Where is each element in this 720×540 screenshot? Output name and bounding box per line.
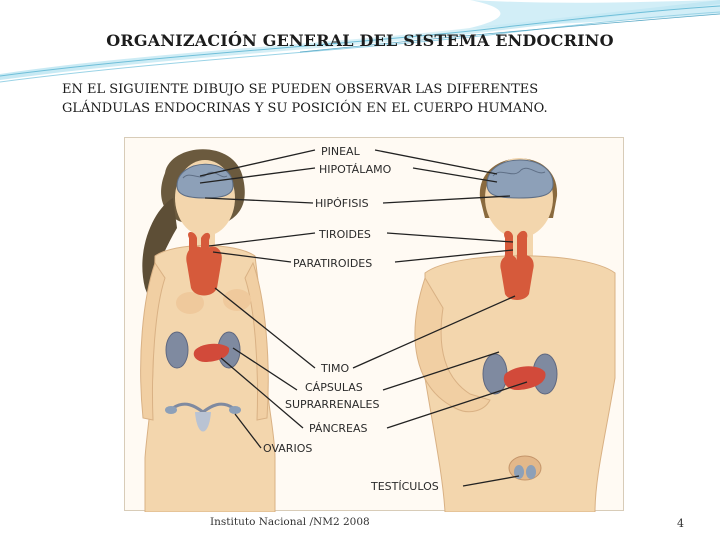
female-figure: [140, 149, 276, 513]
leader-capsulas-right: [382, 351, 500, 391]
leader-tiroides-left: [208, 232, 316, 247]
label-pancreas: PÁNCREAS: [309, 422, 367, 435]
leader-pancreas-right: [386, 381, 528, 429]
leader-timo-right: [352, 295, 516, 369]
leader-ovarios: [234, 413, 262, 449]
female-uterus: [195, 412, 211, 432]
page-number: 4: [677, 517, 684, 530]
female-kidney-left: [165, 331, 189, 369]
label-tiroides: TIROIDES: [318, 228, 371, 241]
label-hipotalamo: HIPOTÁLAMO: [319, 163, 392, 176]
female-breast-right: [223, 289, 251, 311]
endocrine-diagram: PINEAL HIPOTÁLAMO HIPÓFISIS TIROIDES PAR…: [124, 137, 624, 513]
endocrine-diagram-svg: PINEAL HIPOTÁLAMO HIPÓFISIS TIROIDES PAR…: [140, 145, 616, 513]
label-ovarios: OVARIOS: [263, 442, 312, 455]
leader-paratiroides-left: [212, 251, 292, 263]
diagram-labels: PINEAL HIPOTÁLAMO HIPÓFISIS TIROIDES PAR…: [263, 145, 439, 493]
header-wave-decoration: [0, 0, 720, 83]
female-ovary-right: [229, 406, 241, 414]
leader-hipofisis-right: [382, 195, 511, 204]
leader-capsulas-left: [232, 347, 298, 391]
male-thymus: [500, 255, 534, 300]
label-pineal: PINEAL: [321, 145, 361, 158]
leader-hipofisis-left: [204, 197, 314, 204]
leader-pineal-left: [199, 149, 316, 177]
leader-lines: [199, 149, 528, 487]
female-breast-left: [176, 292, 204, 314]
male-figure: [414, 158, 616, 513]
leader-testiculos: [462, 475, 520, 487]
label-testiculos: TESTÍCULOS: [370, 480, 439, 493]
leader-timo-left: [214, 287, 316, 369]
male-pancreas: [503, 366, 546, 390]
female-brain: [176, 163, 234, 199]
leader-tiroides-right: [386, 232, 514, 243]
label-paratiroides: PARATIROIDES: [293, 257, 372, 270]
label-hipofisis: HIPÓFISIS: [315, 197, 369, 210]
female-hair-back: [142, 198, 177, 293]
female-left-arm: [140, 261, 166, 421]
female-right-arm: [244, 261, 269, 421]
female-ovary-left: [165, 406, 177, 414]
male-kidney-left: [482, 353, 508, 395]
intro-text: EN EL SIGUIENTE DIBUJO SE PUEDEN OBSERVA…: [62, 80, 682, 118]
male-brain: [486, 159, 554, 199]
label-capsulas: CÁPSULAS: [305, 381, 363, 394]
female-thymus: [186, 246, 222, 296]
male-testicle-left: [514, 465, 524, 479]
intro-line-1: EN EL SIGUIENTE DIBUJO SE PUEDEN OBSERVA…: [62, 82, 539, 97]
female-pancreas: [193, 343, 230, 362]
leader-paratiroides-right: [394, 249, 514, 263]
slide-title: ORGANIZACIÓN GENERAL DEL SISTEMA ENDOCRI…: [106, 31, 614, 50]
label-suprarrenales: SUPRARRENALES: [285, 398, 379, 411]
leader-hipotalamo-left: [199, 167, 316, 184]
leader-pancreas-left: [220, 357, 304, 429]
footer-text: Instituto Nacional /NM2 2008: [210, 516, 370, 528]
leader-pineal-right: [374, 149, 498, 175]
leader-hipotalamo-right: [412, 167, 498, 183]
male-testicle-right: [526, 465, 536, 479]
male-left-arm: [414, 276, 491, 413]
intro-line-2: GLÁNDULAS ENDOCRINAS Y SU POSICIÓN EN EL…: [62, 101, 548, 116]
label-timo: TIMO: [320, 362, 349, 375]
male-brain-fold: [492, 167, 546, 177]
